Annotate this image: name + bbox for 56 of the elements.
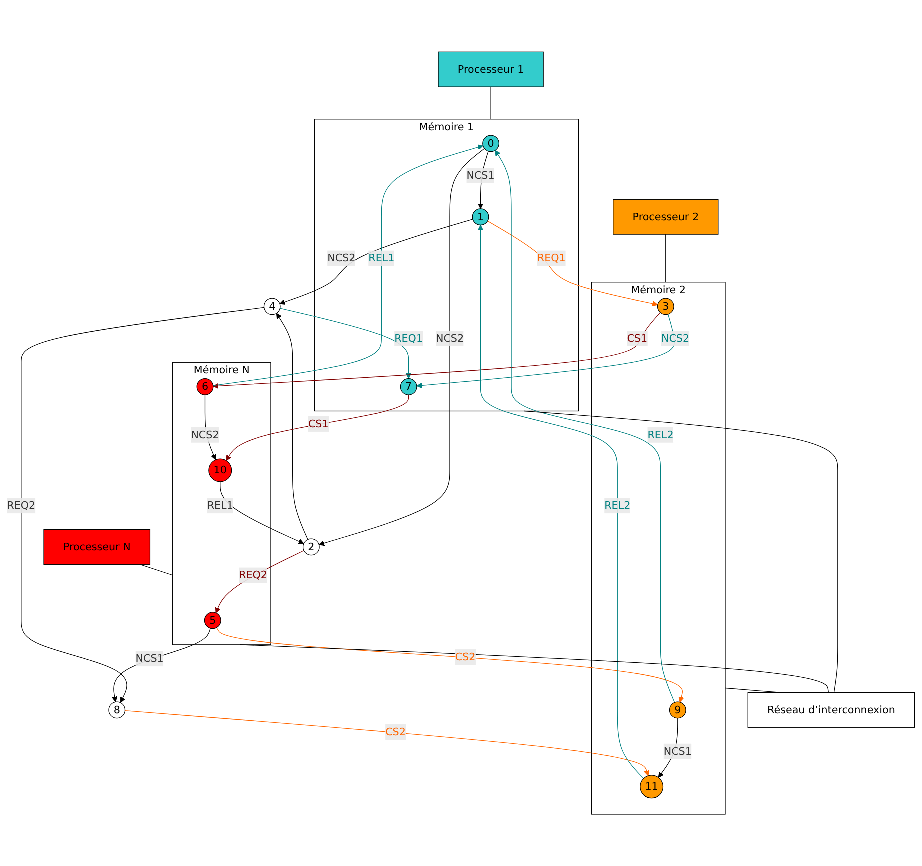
edge-label: NCS1 bbox=[136, 652, 164, 664]
arrow bbox=[280, 218, 474, 305]
edge-label: CS2 bbox=[455, 650, 476, 663]
node-circle: 4 bbox=[264, 298, 281, 315]
arrow bbox=[215, 550, 304, 614]
node-circle: 9 bbox=[669, 701, 686, 718]
edge-label: REL2 bbox=[648, 428, 674, 441]
node-box: Réseau d’interconnexion bbox=[748, 692, 916, 728]
arrow bbox=[487, 220, 658, 306]
edge-label: REQ2 bbox=[239, 568, 268, 581]
arrow bbox=[220, 481, 304, 544]
edge-label: NCS2 bbox=[661, 332, 690, 344]
edge-label: NCS1 bbox=[466, 168, 495, 182]
edge-label: CS1 bbox=[308, 417, 329, 430]
edge-label: NCS1 bbox=[664, 744, 692, 758]
edge-label: CS1 bbox=[627, 332, 648, 344]
connector bbox=[140, 564, 174, 576]
edge-label: NCS2 bbox=[191, 428, 220, 441]
node-box: Processeur N bbox=[44, 529, 151, 565]
arrow bbox=[112, 628, 211, 702]
node-circle: 11 bbox=[640, 774, 664, 798]
edge-label: REL1 bbox=[368, 252, 395, 264]
node-circle: 2 bbox=[302, 538, 320, 556]
edge-label: REQ1 bbox=[394, 332, 424, 344]
edge-label: NCS2 bbox=[436, 332, 464, 344]
arrow bbox=[216, 627, 684, 702]
node-circle: 6 bbox=[196, 378, 214, 396]
arrow bbox=[318, 148, 485, 546]
connector bbox=[524, 410, 838, 693]
edge-label: REQ1 bbox=[537, 252, 566, 264]
node-circle: 8 bbox=[108, 701, 126, 718]
connector bbox=[490, 86, 492, 120]
arrow bbox=[124, 710, 650, 776]
arrow bbox=[21, 307, 265, 703]
edge-label: REL2 bbox=[604, 499, 631, 512]
node-circle: 10 bbox=[208, 458, 232, 482]
edge-label: REL1 bbox=[207, 499, 234, 512]
edge-label: REQ2 bbox=[7, 499, 36, 512]
edge-label: NCS2 bbox=[328, 252, 356, 264]
node-box: Processeur 2 bbox=[613, 199, 719, 235]
node-circle: 3 bbox=[657, 298, 674, 315]
node-circle: 7 bbox=[400, 378, 418, 396]
arrow bbox=[478, 224, 644, 779]
arrow bbox=[226, 394, 410, 461]
node-circle: 5 bbox=[204, 612, 222, 629]
arrow bbox=[212, 144, 484, 386]
arrow bbox=[495, 150, 676, 703]
node-circle: 0 bbox=[482, 134, 500, 152]
arrow bbox=[213, 312, 661, 389]
node-box: Processeur 1 bbox=[438, 52, 544, 88]
edge-label: CS2 bbox=[386, 725, 406, 738]
connector bbox=[240, 644, 830, 693]
arrow bbox=[280, 308, 412, 379]
arrow bbox=[276, 312, 308, 540]
arrow bbox=[416, 314, 675, 388]
node-circle: 1 bbox=[472, 208, 490, 226]
